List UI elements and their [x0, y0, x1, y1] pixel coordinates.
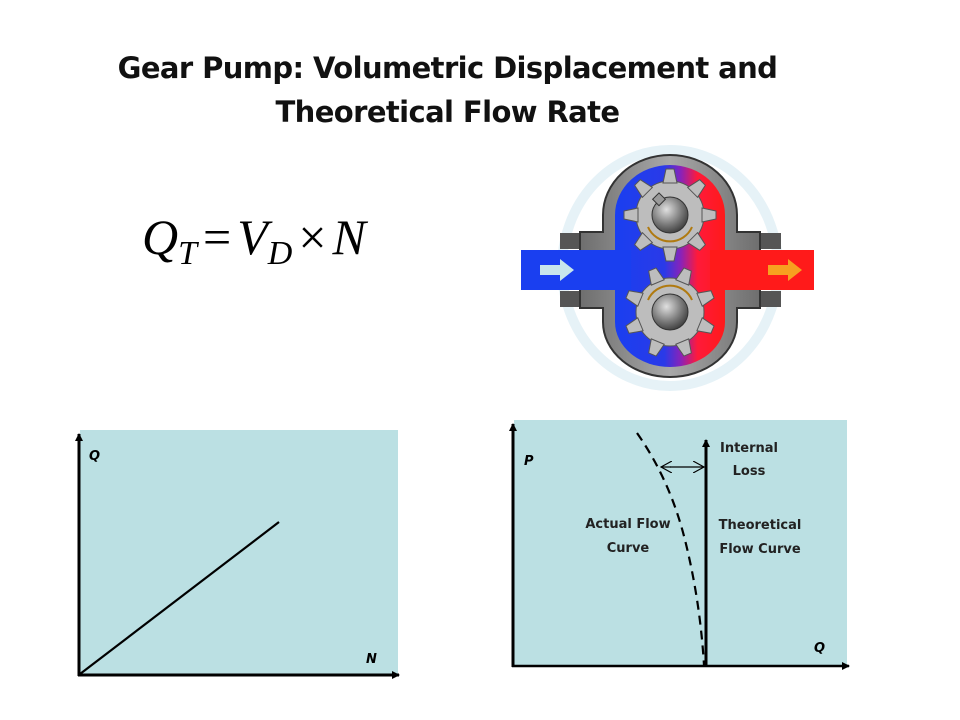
formula-q-sub: T — [178, 235, 198, 272]
formula-q: Q — [142, 209, 179, 265]
formula-times: × — [298, 209, 327, 265]
chart-q-vs-n: Q N — [75, 430, 400, 679]
plot-background — [514, 420, 847, 666]
formula-equals: = — [203, 209, 232, 265]
x-axis-label: Q — [814, 641, 825, 656]
slide-title: Gear Pump: Volumetric Displacement and T… — [0, 46, 895, 134]
outlet-flow-arrow-icon — [768, 259, 802, 281]
inlet-pipe — [521, 250, 631, 290]
title-line-2: Theoretical Flow Rate — [275, 95, 621, 129]
actual-flow-curve — [636, 432, 706, 666]
theoretical-flow-line — [79, 521, 280, 675]
flow-rate-formula: QT=VD×N — [142, 208, 366, 273]
upper-gear — [623, 168, 717, 262]
chart-p-vs-q: P Q Internal Loss Actual Flow Curve Theo… — [509, 420, 850, 670]
actual-flow-label-line-1: Actual Flow — [585, 517, 670, 532]
formula-v-sub: D — [267, 235, 293, 272]
theoretical-flow-label-line-1: Theoretical — [719, 518, 802, 533]
formula-n: N — [332, 209, 366, 265]
gear-pump-illustration — [521, 145, 814, 391]
y-axis-label: Q — [89, 449, 100, 464]
x-axis-label: N — [366, 652, 377, 667]
inlet-flow-arrow-icon — [540, 259, 574, 281]
internal-loss-label-line-1: Internal — [720, 441, 778, 456]
title-line-1: Gear Pump: Volumetric Displacement and — [117, 51, 778, 85]
formula-v: V — [237, 209, 268, 265]
internal-loss-label-line-2: Loss — [733, 464, 766, 479]
lower-gear — [625, 267, 715, 357]
actual-flow-label-line-2: Curve — [607, 541, 650, 556]
theoretical-flow-label-line-2: Flow Curve — [719, 542, 800, 557]
y-axis-label: P — [524, 454, 534, 469]
